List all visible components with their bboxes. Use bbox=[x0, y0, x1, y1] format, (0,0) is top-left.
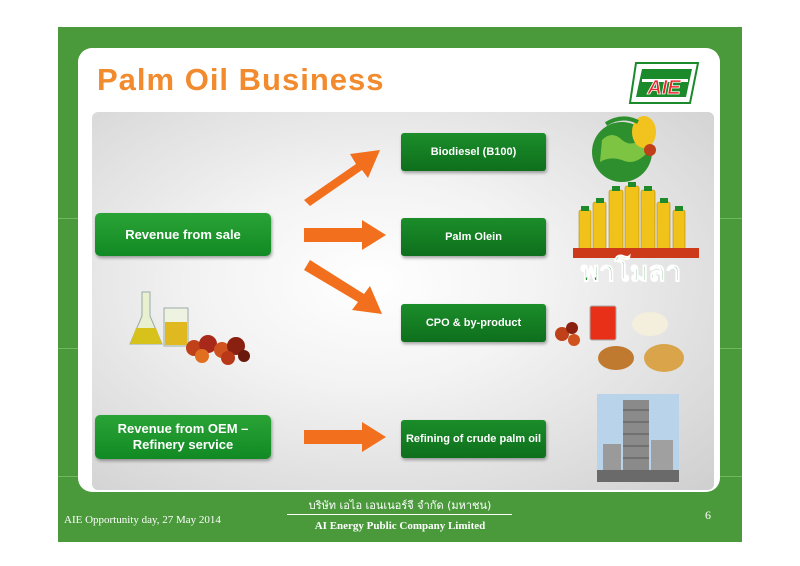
cpo-byproduct-box: CPO & by-product bbox=[401, 304, 546, 342]
arrow-up-right-icon bbox=[304, 150, 380, 206]
arrow-right-icon bbox=[304, 220, 386, 250]
footer-divider bbox=[287, 514, 512, 515]
refining-box: Refining of crude palm oil bbox=[401, 420, 546, 458]
palm-olein-box: Palm Olein bbox=[401, 218, 546, 256]
arrow-right-icon bbox=[304, 422, 386, 452]
revenue-from-sale-box: Revenue from sale bbox=[95, 213, 271, 256]
palm-olein-label: Palm Olein bbox=[445, 231, 502, 243]
logo-text: AIE bbox=[646, 77, 681, 99]
cpo-byproduct-image bbox=[555, 305, 684, 372]
footer-event: AIE Opportunity day, 27 May 2014 bbox=[64, 514, 221, 526]
revenue-from-sale-label: Revenue from sale bbox=[125, 226, 241, 242]
aie-logo: AIE bbox=[628, 59, 704, 107]
revenue-from-oem-label: Revenue from OEM – Refinery service bbox=[117, 421, 249, 452]
biodiesel-label: Biodiesel (B100) bbox=[430, 146, 517, 158]
biodiesel-box: Biodiesel (B100) bbox=[401, 133, 546, 171]
palm-fruit-lab-image bbox=[129, 291, 250, 365]
product-brand-label: พาโมลา bbox=[580, 255, 682, 289]
slide-title: Palm Oil Business bbox=[97, 62, 385, 97]
globe-biodiesel-image bbox=[592, 116, 656, 182]
refinery-plant-image bbox=[597, 394, 679, 482]
cpo-byproduct-label: CPO & by-product bbox=[425, 317, 522, 329]
footer-company-english: AI Energy Public Company Limited bbox=[314, 520, 486, 532]
arrow-down-right-icon bbox=[304, 260, 382, 314]
footer-company-thai: บริษัท เอไอ เอนเนอร์จี จำกัด (มหาชน) bbox=[308, 499, 492, 512]
refining-label: Refining of crude palm oil bbox=[405, 433, 542, 445]
palm-olein-bottles-image bbox=[573, 182, 699, 258]
revenue-from-oem-box: Revenue from OEM – Refinery service bbox=[95, 415, 271, 459]
page-number: 6 bbox=[705, 508, 711, 522]
